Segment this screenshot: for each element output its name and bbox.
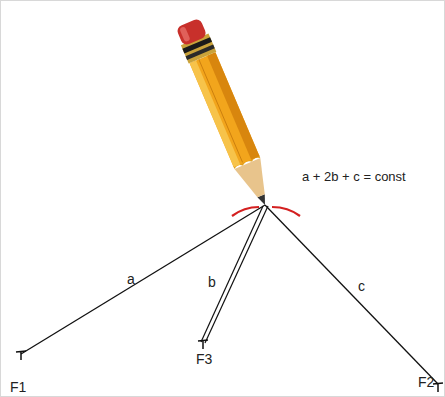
trace-arc-right [272,207,300,216]
string-b1 [201,206,263,342]
pencil-facet [199,59,243,162]
string-a [21,205,265,354]
pins [16,340,443,392]
pencil-band [186,44,215,59]
pencil-eraser [176,18,208,47]
pin-f2 [433,383,443,392]
focus-label: F3 [196,352,212,366]
string-c [265,205,438,384]
focus-label: F2 [418,375,434,389]
eraser-highlight [179,26,190,42]
trace-arc-left [232,207,259,216]
pencil [174,17,279,211]
equation-label: a + 2b + c = const [302,170,406,183]
pin-f3 [198,340,208,349]
pencil-shade [207,52,259,160]
length-label: b [208,275,216,289]
length-label: a [127,272,135,286]
pin-f1 [16,351,26,360]
focus-label: F1 [10,380,26,394]
string-b2 [205,206,268,343]
length-label: c [358,279,365,293]
pencil-body [190,52,260,167]
